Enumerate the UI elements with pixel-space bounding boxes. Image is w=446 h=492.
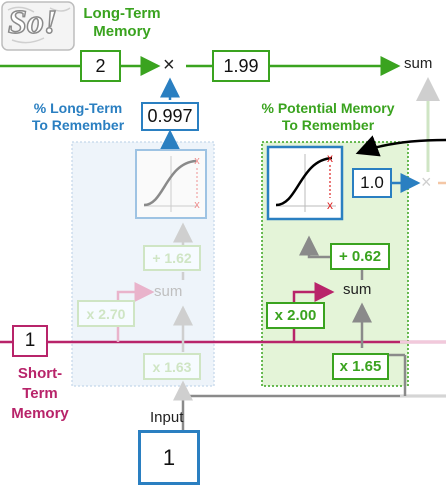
multiply-sign: × [163, 54, 175, 76]
input-gate-short-term-weight: x 2.00 [266, 302, 325, 329]
forget-gate-output: 0.997 [141, 102, 199, 131]
input-value: 1 [138, 430, 200, 485]
input-gate-bias: + 0.62 [330, 243, 390, 270]
forget-gate-bias: + 1.62 [143, 245, 201, 271]
long-term-out-value: 1.99 [212, 50, 270, 82]
pct-potential-memory-label: % Potential Memory To Remember [261, 100, 395, 133]
logo [1, 1, 75, 51]
long-term-memory-label: Long-Term Memory [83, 5, 161, 40]
faded-multiply-sign: × [421, 172, 432, 192]
long-term-sum-label: sum [404, 55, 433, 72]
logo-text: So! [7, 3, 58, 42]
pct-long-term-label: % Long-Term To Remember [31, 100, 125, 133]
forget-gate-input-weight: x 1.63 [143, 353, 201, 380]
forget-sigmoid-graph: x x [135, 149, 207, 219]
long-term-in-value: 2 [80, 50, 121, 82]
input-sigmoid-graph: x x [266, 145, 344, 221]
input-gate-connections [292, 77, 446, 348]
short-term-value: 1 [12, 325, 48, 357]
svg-text:x: x [194, 199, 200, 211]
svg-text:x: x [327, 151, 333, 165]
svg-text:x: x [194, 155, 200, 167]
input-gate-output: 1.0 [352, 168, 392, 198]
forget-gate-short-term-weight: x 2.70 [77, 300, 135, 327]
forget-gate-sum-label: sum [154, 283, 183, 300]
input-gate-sum-label: sum [343, 281, 372, 298]
input-label: Input [150, 409, 184, 426]
svg-text:x: x [327, 198, 333, 212]
short-term-memory-label: Short- Term Memory [11, 365, 69, 422]
input-gate-input-weight: x 1.65 [332, 353, 389, 380]
